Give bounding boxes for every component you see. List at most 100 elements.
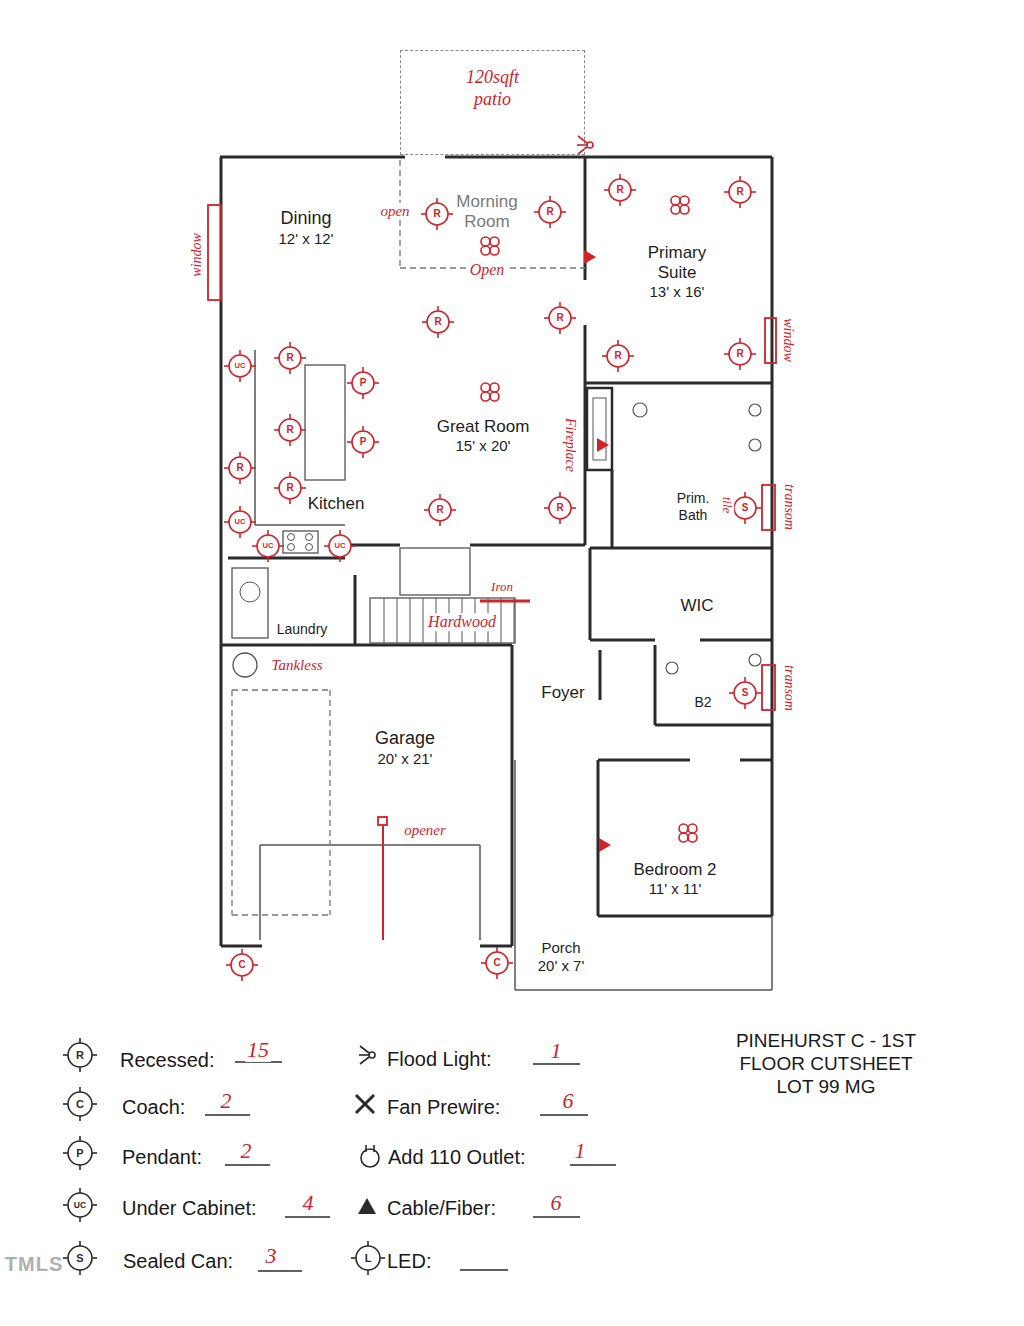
- stair-tread: [410, 598, 411, 643]
- count-number: 2: [219, 1089, 234, 1113]
- legend-label: Coach:: [122, 1096, 185, 1118]
- wall: [655, 724, 772, 727]
- fixture-symbol-letter: P: [360, 437, 367, 447]
- fixture-symbol: [279, 419, 301, 441]
- fixture-symbol: [68, 1193, 92, 1217]
- count-number: 1: [549, 1039, 564, 1063]
- toilet: [666, 662, 678, 674]
- flood-light-symbol: [577, 144, 587, 146]
- fixture-symbol-letter: UC: [235, 362, 246, 370]
- cable-symbol: [599, 838, 611, 852]
- fixture-symbol-letter: R: [286, 483, 293, 493]
- count-underline: [258, 1270, 302, 1272]
- legend-label: Fan Prewire:: [387, 1096, 500, 1118]
- count-underline: [460, 1269, 508, 1271]
- flood-light-symbol: [360, 1057, 369, 1064]
- fixture-symbol: [426, 203, 448, 225]
- fixture-symbol: [729, 343, 751, 365]
- legend-label: Recessed:: [120, 1049, 215, 1071]
- fixture-symbol-letter: R: [76, 1050, 84, 1061]
- fixture-symbol-letter: UC: [74, 1201, 86, 1210]
- count-underline: [285, 1216, 330, 1218]
- wall: [220, 156, 405, 159]
- room-name: Primary Suite: [635, 243, 719, 284]
- fixture-symbol-letter: R: [434, 317, 441, 327]
- room-label: Morning Room: [440, 192, 534, 233]
- legend-entry: Coach:: [122, 1095, 185, 1119]
- fixture-symbol: [609, 179, 631, 201]
- fixture-symbol-letter: R: [736, 187, 743, 197]
- fixture-symbol-letter: C: [238, 960, 245, 970]
- cable-symbol: [584, 250, 596, 264]
- flood-light-symbol: [369, 1052, 375, 1058]
- stair-tread: [423, 598, 424, 643]
- wall: [221, 644, 512, 647]
- plan-line: [514, 760, 516, 990]
- flood-light-symbol: [360, 1046, 369, 1053]
- fixture-symbol-letter: R: [616, 185, 623, 195]
- legend-entry: Recessed:: [120, 1048, 215, 1072]
- note: Open: [468, 261, 507, 279]
- legend-entry: Fan Prewire:: [387, 1095, 500, 1119]
- wall: [221, 945, 262, 948]
- room-name: WIC: [680, 596, 713, 616]
- fixture-symbol-letter: R: [436, 505, 443, 515]
- opener-note: opener: [402, 822, 448, 839]
- room-label: Porch20' x 7': [506, 939, 616, 975]
- cable-legend-symbol: [358, 1198, 376, 1214]
- count-underline: [225, 1164, 270, 1166]
- fireplace-note: Fireplace: [562, 416, 577, 474]
- fan-symbol: [688, 824, 697, 833]
- fixture-symbol: [427, 311, 449, 333]
- window-mark: [208, 205, 221, 300]
- count-number: 2: [239, 1139, 254, 1163]
- count-number: 6: [549, 1191, 564, 1215]
- sink: [749, 404, 761, 416]
- fan-legend-symbol: [356, 1095, 374, 1113]
- room-label: Bedroom 211' x 11': [605, 860, 745, 898]
- wall: [589, 548, 592, 640]
- room-name: Bedroom 2: [633, 860, 716, 880]
- fixture-symbol: [607, 345, 629, 367]
- fixture-symbol-letter: C: [493, 958, 500, 968]
- room-name: Kitchen: [308, 494, 365, 514]
- range: [283, 531, 318, 553]
- fixture-symbol-letter: P: [76, 1148, 83, 1159]
- count-underline: [205, 1114, 250, 1116]
- plan-line: [259, 845, 261, 940]
- fixture-symbol-letter: R: [546, 207, 553, 217]
- washer: [232, 568, 268, 638]
- note: open: [378, 203, 411, 220]
- legend-entry: Sealed Can:: [123, 1249, 233, 1273]
- transom-mark: [762, 485, 775, 530]
- closet: [400, 548, 470, 595]
- plan-line: [771, 916, 773, 990]
- fixture-symbol-letter: R: [614, 351, 621, 361]
- legend-label: Sealed Can:: [123, 1250, 233, 1272]
- room-label: Great Room15' x 20': [413, 417, 553, 455]
- floor-note: tile: [720, 495, 734, 516]
- dashed-outline: [329, 690, 330, 915]
- fixture-symbol-letter: R: [736, 349, 743, 359]
- room-label: B2: [688, 694, 718, 711]
- legend-entry: Pendant:: [122, 1145, 202, 1169]
- flood-light-symbol: [587, 142, 593, 148]
- wall: [590, 639, 655, 642]
- title-block: PINEHURST C - 1ST FLOOR CUTSHEET LOT 99 …: [726, 1030, 926, 1098]
- wall: [585, 382, 772, 385]
- room-name: Porch: [541, 939, 580, 957]
- fixture-symbol-letter: R: [286, 425, 293, 435]
- legend-entry: Flood Light:: [387, 1047, 492, 1071]
- room-label: Laundry: [267, 621, 337, 638]
- legend-label: Add 110 Outlet:: [388, 1146, 526, 1168]
- fixture-symbol-letter: R: [433, 209, 440, 219]
- fixture-symbol-letter: C: [76, 1099, 84, 1110]
- fixture-symbol: [486, 952, 508, 974]
- legend-entry: LED:: [387, 1249, 431, 1273]
- opener-symbol: [378, 817, 387, 825]
- fixture-symbol-letter: UC: [335, 542, 346, 550]
- count-number: 1: [573, 1139, 588, 1163]
- stair-tread: [384, 598, 385, 643]
- legend-label: Cable/Fiber:: [387, 1197, 496, 1219]
